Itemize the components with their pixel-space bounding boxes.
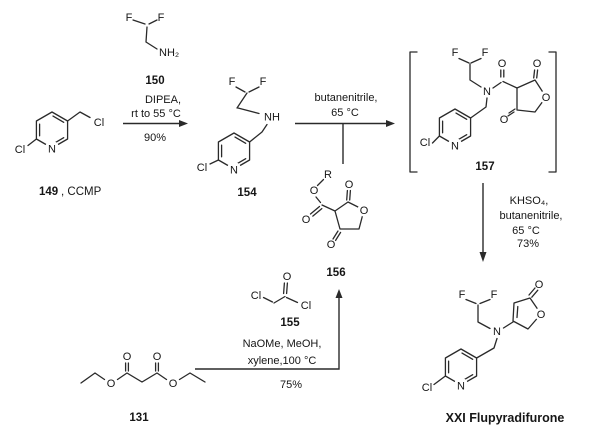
step4-reagents: NaOMe, MeOH,	[243, 338, 322, 350]
atom-label-f: F	[482, 47, 489, 59]
atom-label-n: N	[48, 144, 56, 156]
compound-157-bonds	[431, 57, 547, 144]
arrowhead	[179, 120, 188, 127]
atom-label-o: O	[498, 58, 507, 70]
compound-150-structure: F F NH₂ 150	[126, 12, 180, 87]
left-bracket	[409, 51, 418, 173]
step2-temperature: 65 °C	[331, 107, 359, 119]
step1-temperature: rt to 55 °C	[131, 108, 181, 120]
compound-131-structure: O O O O 131	[80, 351, 206, 424]
compound-149-structure: N Cl Cl 149 , CCMP	[15, 111, 104, 198]
compound-157-structure: O F F N O O O N Cl 157	[409, 47, 557, 173]
compound-157-number: 157	[475, 161, 494, 173]
compound-156-structure: O R O O O O 156	[302, 169, 371, 279]
atom-label-o: O	[533, 58, 542, 70]
compound-155-number: 155	[280, 317, 300, 329]
step3-solvent: butanenitrile,	[500, 210, 563, 222]
product-name: XXI Flupyradifurone	[446, 411, 565, 425]
compound-149-bonds	[27, 111, 91, 147]
atom-label-o: O	[345, 179, 354, 191]
atom-label-cl: Cl	[94, 117, 104, 129]
compound-150-number: 150	[145, 75, 164, 87]
atom-label-o: O	[310, 185, 319, 197]
compound-156-number: 156	[326, 267, 345, 279]
atom-label-nh2: NH₂	[159, 47, 179, 59]
atom-label-o: O	[542, 92, 551, 104]
atom-label-o: O	[153, 351, 162, 363]
atom-label-f: F	[229, 76, 236, 88]
atom-label-o: O	[327, 239, 336, 251]
atom-label-n: N	[230, 165, 238, 177]
atom-label-o: O	[500, 114, 509, 126]
product-structure: O F F N O N Cl XXI Flupyradifurone	[422, 279, 565, 425]
compound-154-bonds	[209, 86, 268, 165]
compound-155-structure: Cl O Cl 155	[251, 271, 311, 329]
atom-label-o: O	[360, 205, 369, 217]
step1-arrow: DIPEA, rt to 55 °C 90%	[123, 94, 188, 144]
step3-arrow: KHSO₄, butanenitrile, 65 °C 73%	[479, 183, 563, 262]
atom-label-n: N	[457, 381, 465, 393]
step1-yield: 90%	[144, 132, 166, 144]
atom-label-cl: Cl	[422, 382, 432, 394]
atom-label-n: N	[493, 326, 501, 338]
compound-154-structure: N Cl NH F F 154	[197, 76, 280, 199]
step3-yield: 73%	[517, 238, 539, 250]
atom-label-o: O	[107, 378, 116, 390]
atom-label-n: N	[483, 86, 491, 98]
compound-154-number: 154	[237, 187, 257, 199]
compound-156-bonds	[309, 178, 365, 242]
atom-label-f: F	[459, 289, 466, 301]
atom-label-o: O	[535, 279, 544, 291]
atom-label-cl: Cl	[301, 300, 311, 312]
arrowhead	[479, 252, 487, 262]
atom-label-nh: NH	[264, 112, 280, 124]
atom-label-cl: Cl	[251, 290, 261, 302]
arrowhead	[335, 289, 343, 298]
compound-131-number: 131	[129, 412, 149, 424]
atom-label-f: F	[452, 47, 459, 59]
atom-label-o: O	[302, 214, 311, 226]
step3-reagent: KHSO₄,	[510, 195, 549, 207]
arrowhead	[386, 120, 395, 127]
step2-arrow: butanenitrile, 65 °C	[295, 92, 395, 164]
step4-yield: 75%	[280, 379, 302, 391]
step3-temperature: 65 °C	[512, 225, 540, 237]
atom-label-o: O	[123, 351, 132, 363]
compound-149-number: 149	[39, 186, 58, 198]
atom-label-o: O	[169, 378, 178, 390]
atom-label-cl: Cl	[15, 144, 25, 156]
compound-149-name: , CCMP	[61, 186, 102, 198]
atom-label-f: F	[260, 76, 267, 88]
step4-solvent-temperature: xylene,100 °C	[248, 355, 317, 367]
compound-155-bonds	[262, 282, 299, 304]
atom-label-cl: Cl	[420, 137, 430, 149]
step4-arrow: NaOMe, MeOH, xylene,100 °C 75%	[195, 289, 343, 391]
compound-150-bonds	[132, 19, 158, 50]
compound-131-bonds	[80, 362, 206, 384]
atom-label-o: O	[537, 309, 546, 321]
atom-label-cl: Cl	[197, 162, 207, 174]
product-bonds	[433, 287, 542, 386]
atom-label-n: N	[451, 141, 459, 153]
step1-reagent: DIPEA,	[145, 94, 181, 106]
atom-label-f: F	[491, 289, 498, 301]
atom-label-r: R	[324, 169, 332, 181]
step2-solvent: butanenitrile,	[315, 92, 378, 104]
right-bracket	[548, 51, 557, 173]
atom-label-f: F	[126, 12, 133, 24]
atom-label-f: F	[158, 12, 165, 24]
atom-label-o: O	[283, 271, 292, 283]
